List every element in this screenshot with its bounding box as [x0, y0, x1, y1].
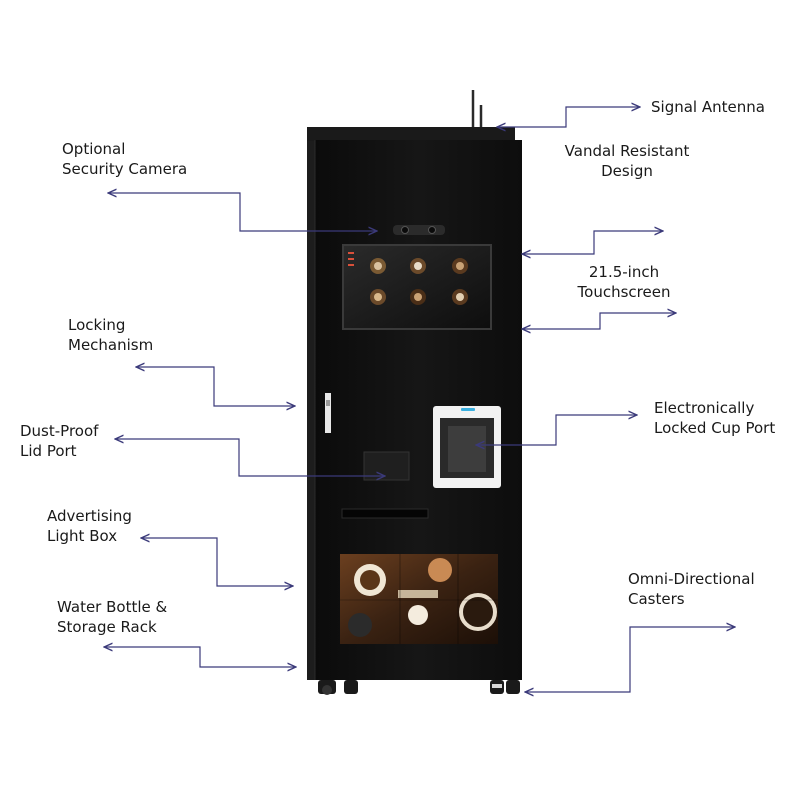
touchscreen [342, 244, 492, 330]
dispense-slot [341, 508, 429, 519]
label-signal-antenna: Signal Antenna [651, 97, 765, 117]
door-lock-handle [325, 393, 331, 433]
cup-port [433, 406, 501, 488]
label-locking-mechanism-line2: Mechanism [68, 336, 154, 354]
label-vandal-resistant-line2: Design [601, 162, 653, 180]
label-cup-port-line1: Electronically [654, 399, 755, 417]
label-touchscreen: 21.5-inch Touchscreen [563, 262, 685, 302]
label-advertising-line2: Light Box [47, 527, 118, 545]
label-touchscreen-line1: 21.5-inch [588, 263, 660, 281]
label-casters: Omni-Directional Casters [628, 569, 755, 609]
leader-water-bottle [104, 647, 296, 667]
label-water-bottle: Water Bottle & Storage Rack [57, 597, 167, 637]
label-dust-proof-line1: Dust-Proof [20, 422, 99, 440]
leader-signal-antenna [497, 107, 640, 127]
label-vandal-resistant-line1: Vandal Resistant [564, 142, 690, 160]
label-casters-line2: Casters [628, 590, 685, 608]
leader-touchscreen-upper [522, 231, 663, 254]
label-security-camera-line2: Security Camera [62, 160, 188, 178]
leader-cup-port [476, 415, 637, 445]
label-dust-proof: Dust-Proof Lid Port [20, 421, 98, 461]
label-vandal-resistant: Vandal Resistant Design [556, 141, 698, 181]
advertising-light-box [340, 554, 498, 644]
label-dust-proof-line2: Lid Port [20, 442, 77, 460]
omni-directional-casters [318, 680, 520, 695]
leader-advertising [141, 538, 293, 586]
label-security-camera-line1: Optional [62, 140, 126, 158]
label-water-bottle-line2: Storage Rack [57, 618, 157, 636]
cabinet-top [307, 127, 515, 141]
label-touchscreen-line2: Touchscreen [577, 283, 671, 301]
coffee-menu-icons [370, 258, 468, 305]
label-signal-antenna-line1: Signal Antenna [651, 98, 765, 116]
label-water-bottle-line1: Water Bottle & [57, 598, 168, 616]
security-camera [393, 225, 445, 235]
leader-touchscreen-lower [522, 313, 676, 329]
signal-antenna [471, 90, 483, 128]
leader-casters [525, 627, 735, 692]
label-security-camera: Optional Security Camera [62, 139, 187, 179]
label-cup-port-line2: Locked Cup Port [654, 419, 776, 437]
label-advertising-line1: Advertising [47, 507, 132, 525]
label-advertising: Advertising Light Box [47, 506, 132, 546]
leader-dust-proof [115, 439, 385, 476]
label-locking-mechanism-line1: Locking [68, 316, 126, 334]
leader-security-camera [108, 193, 377, 231]
label-cup-port: Electronically Locked Cup Port [654, 398, 775, 438]
leader-locking-mechanism [136, 367, 295, 406]
label-casters-line1: Omni-Directional [628, 570, 755, 588]
label-locking-mechanism: Locking Mechanism [68, 315, 153, 355]
